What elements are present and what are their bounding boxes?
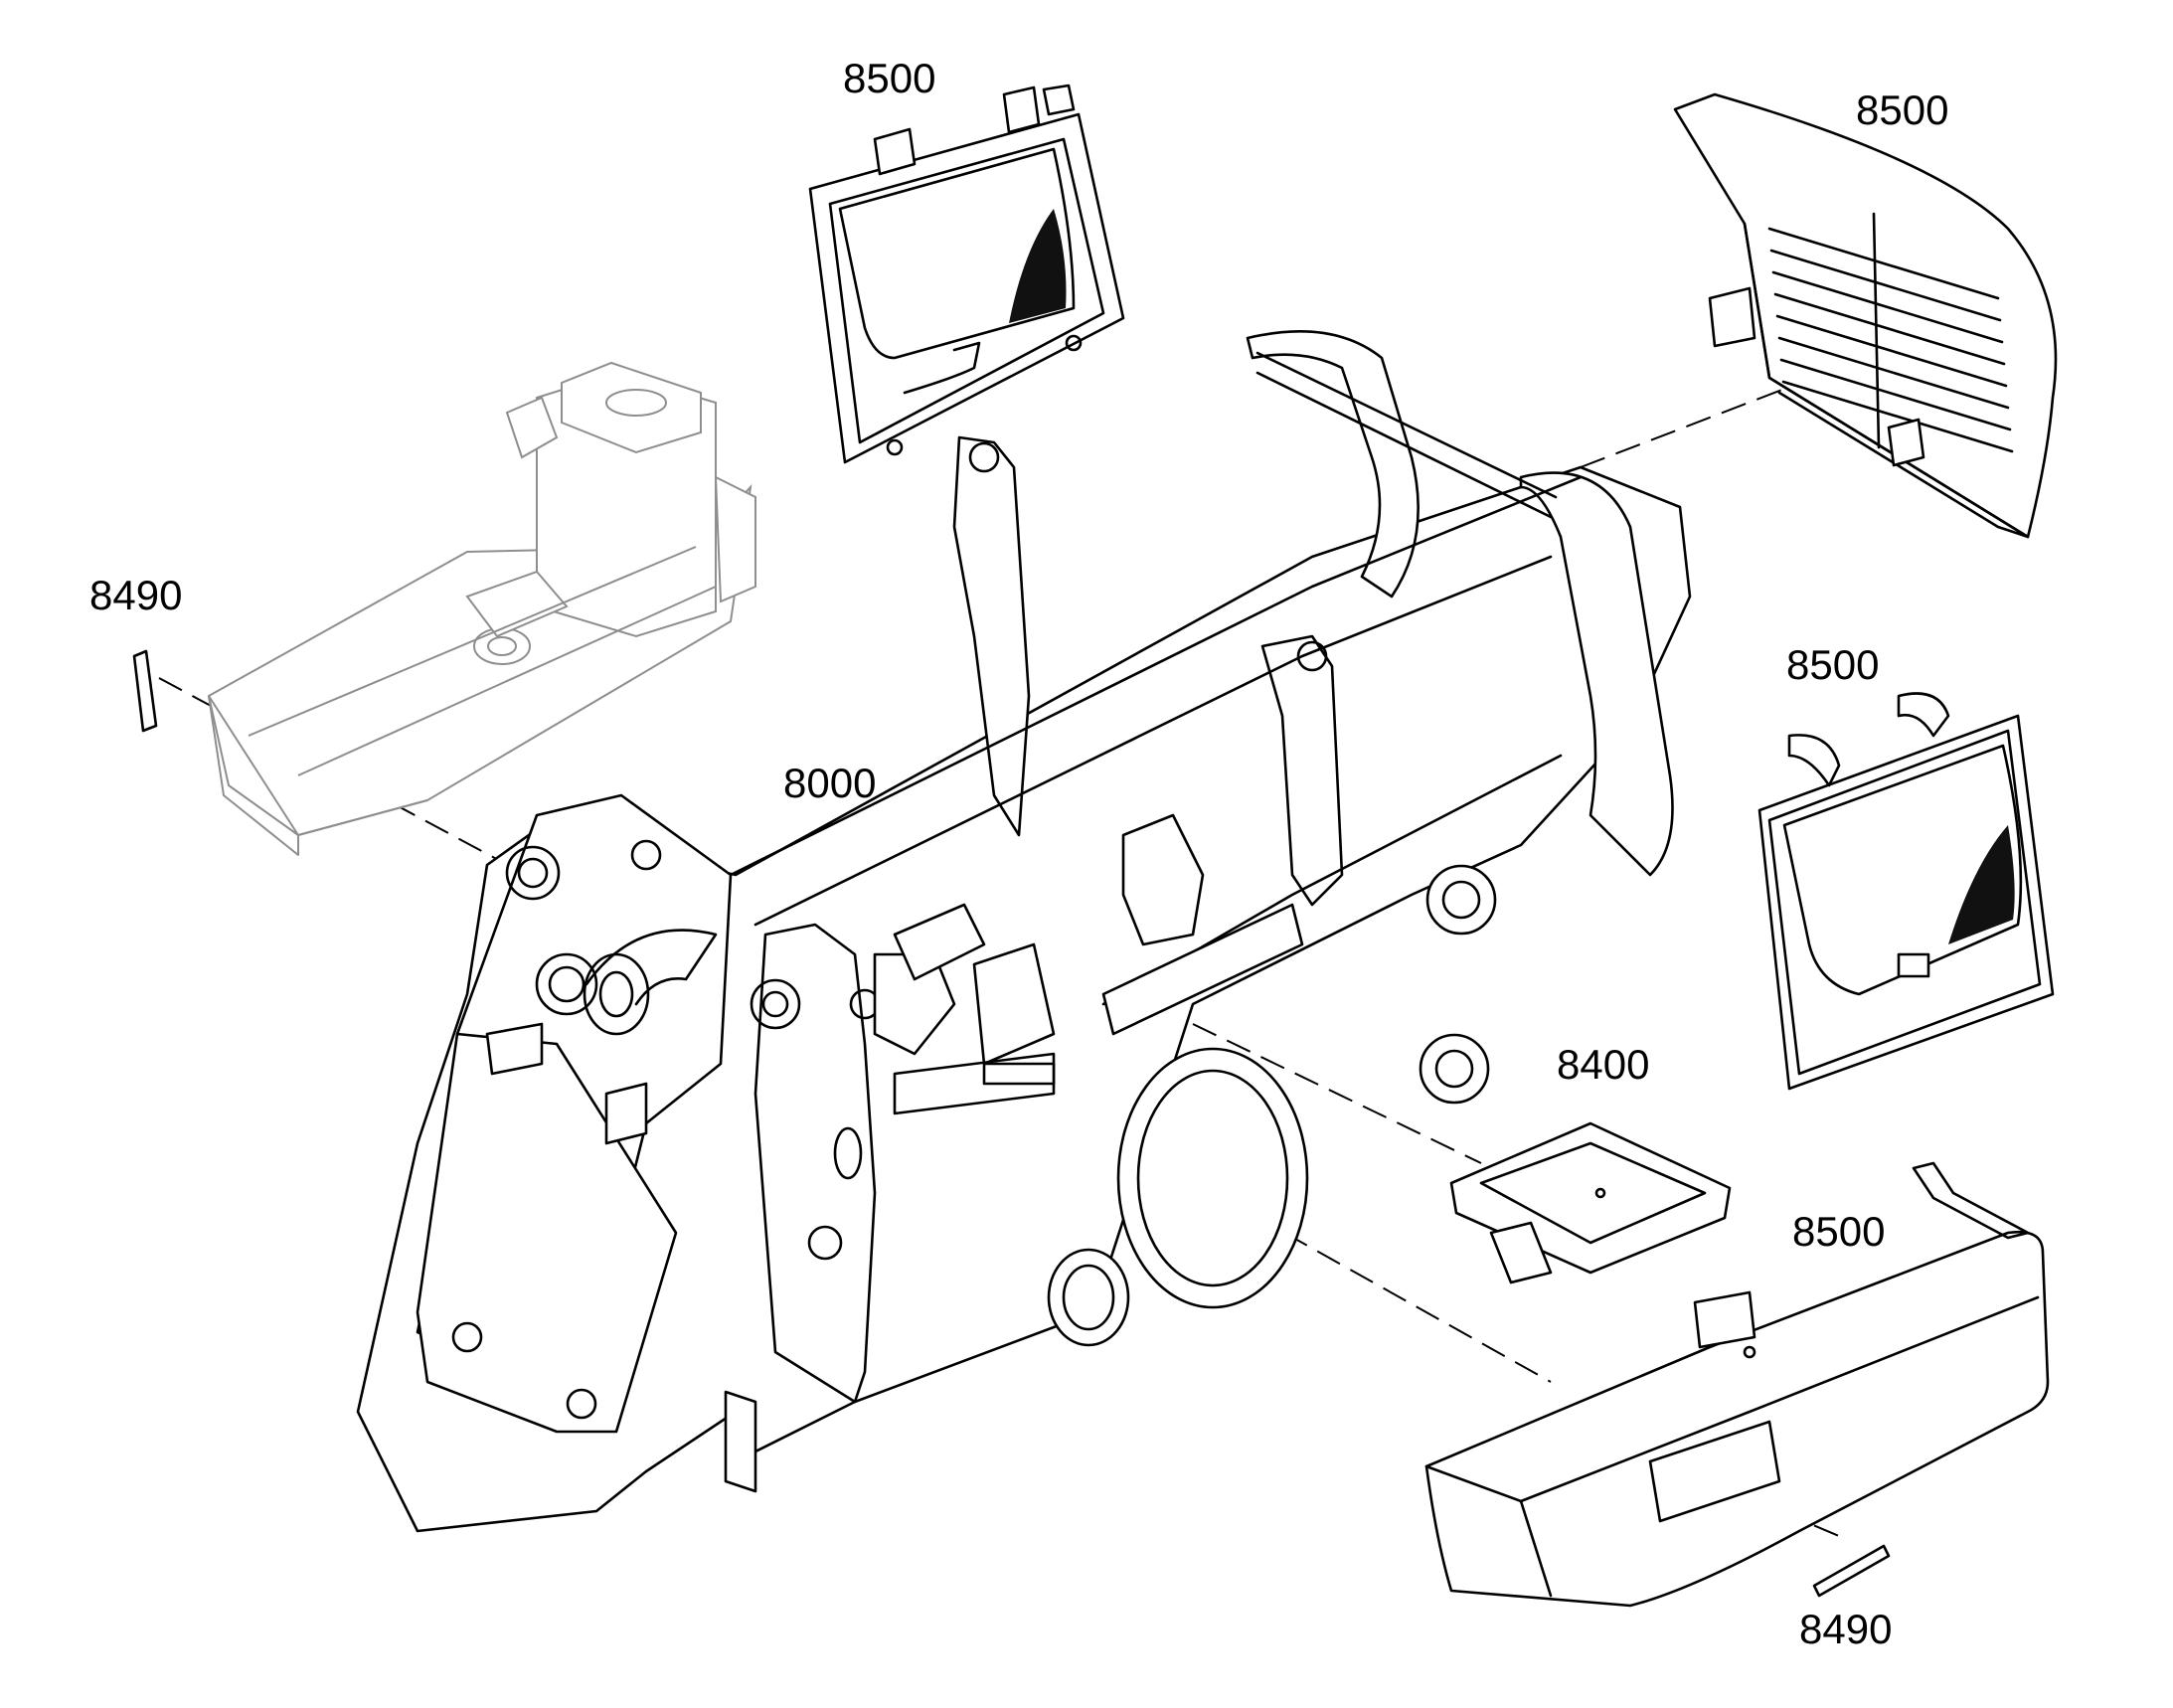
plate-left — [132, 649, 158, 733]
tray — [1449, 1121, 1732, 1284]
callout-panel-top-left: 8500 — [843, 55, 936, 101]
callout-panel-mid-right: 8500 — [1786, 641, 1880, 688]
callout-panel-bottom-right: 8500 — [1792, 1208, 1886, 1255]
callout-plate-bottom: 8490 — [1799, 1606, 1893, 1652]
callout-main-frame: 8000 — [783, 760, 877, 806]
grille-slats — [1767, 212, 2014, 453]
leader-tray — [1192, 1023, 1482, 1164]
panel-bottom-right — [1424, 1161, 2050, 1608]
main-frame — [356, 330, 1692, 1533]
callout-tray: 8400 — [1557, 1041, 1650, 1088]
panel-top-right — [1673, 92, 2058, 539]
panel-mid-right — [1757, 692, 2055, 1091]
plate-bottom — [1812, 1544, 1891, 1598]
ghost-engine-assembly — [207, 361, 756, 856]
panel-top-left — [808, 84, 1125, 464]
callout-panel-top-right: 8500 — [1856, 86, 1949, 133]
callout-plate-left: 8490 — [89, 572, 183, 618]
